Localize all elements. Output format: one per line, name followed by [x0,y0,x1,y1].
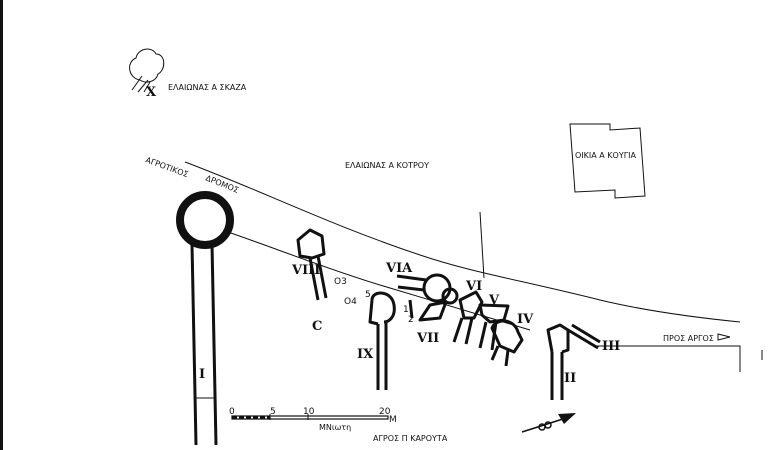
mark-5: 5 [365,290,371,300]
tomb-via-label: VIA [385,261,413,276]
tomb-vi [452,290,484,345]
mark-c: C [312,319,322,334]
tomb-viii-label: VIII [291,263,320,278]
author-label: ΜΝιωτη [319,423,351,432]
tomb-ix [368,291,396,390]
tomb-vi-label: VI [465,279,482,294]
mark-1: 1 [403,305,409,315]
olive-grove-kotrou-label: ΕΛΑΙΩΝΑΣ Α ΚΟΤΡΟΥ [345,161,429,170]
field-boundary [595,345,741,372]
scale-tick-5: 5 [270,407,276,417]
mark-2: 2 [408,315,414,325]
olive-grove-skaza-label: ΕΛΑΙΩΝΑΣ Α ΣΚΑΖΑ [168,83,247,92]
tomb-iii [567,323,601,350]
mark-o3: O3 [334,277,347,287]
tomb-ii-label: II [564,371,576,386]
scale-unit: M [389,415,397,425]
road-lower-edge [227,231,531,331]
scale-tick-10: 10 [303,407,315,417]
tomb-vii-label: VII [416,331,439,346]
scale-tick-0: 0 [229,407,235,417]
house-kougia-label: ΟΙΚΙΑ Α ΚΟΥΓΙΑ [575,151,637,160]
tomb-vii [408,299,448,322]
tomb-iii-label: III [602,339,620,354]
tomb-iv-label: IV [517,312,534,327]
tomb-ii [546,323,570,400]
property-line [479,211,485,279]
tomb-v [478,303,510,351]
scale-tick-20: 20 [379,407,391,417]
tomb-via [396,273,459,305]
tomb-iv [490,319,524,367]
scale-bar [231,414,389,420]
field-karouta-label: ΑΓΡΟΣ Π ΚΑΡΟΥΤΑ [373,434,448,443]
tomb-viii [296,228,328,301]
arrow-right-icon [717,333,731,341]
mark-o4: O4 [344,297,357,307]
north-arrow-icon [521,413,576,433]
tomb-v-label: V [488,293,500,308]
house-outline [569,123,646,199]
rural-road-label: ΑΓΡΟΤΙΚΟΣ [144,155,189,179]
tree-icon [129,48,165,93]
tomb-i-label: I [199,367,205,382]
marker-x: X [146,85,157,100]
tomb-i [176,191,234,446]
tomb-ix-label: IX [357,347,374,362]
road-upper-edge [184,161,741,323]
left-border [0,0,3,450]
to-argos-label: ΠΡΟΣ ΑΡΓΟΣ [663,334,714,343]
